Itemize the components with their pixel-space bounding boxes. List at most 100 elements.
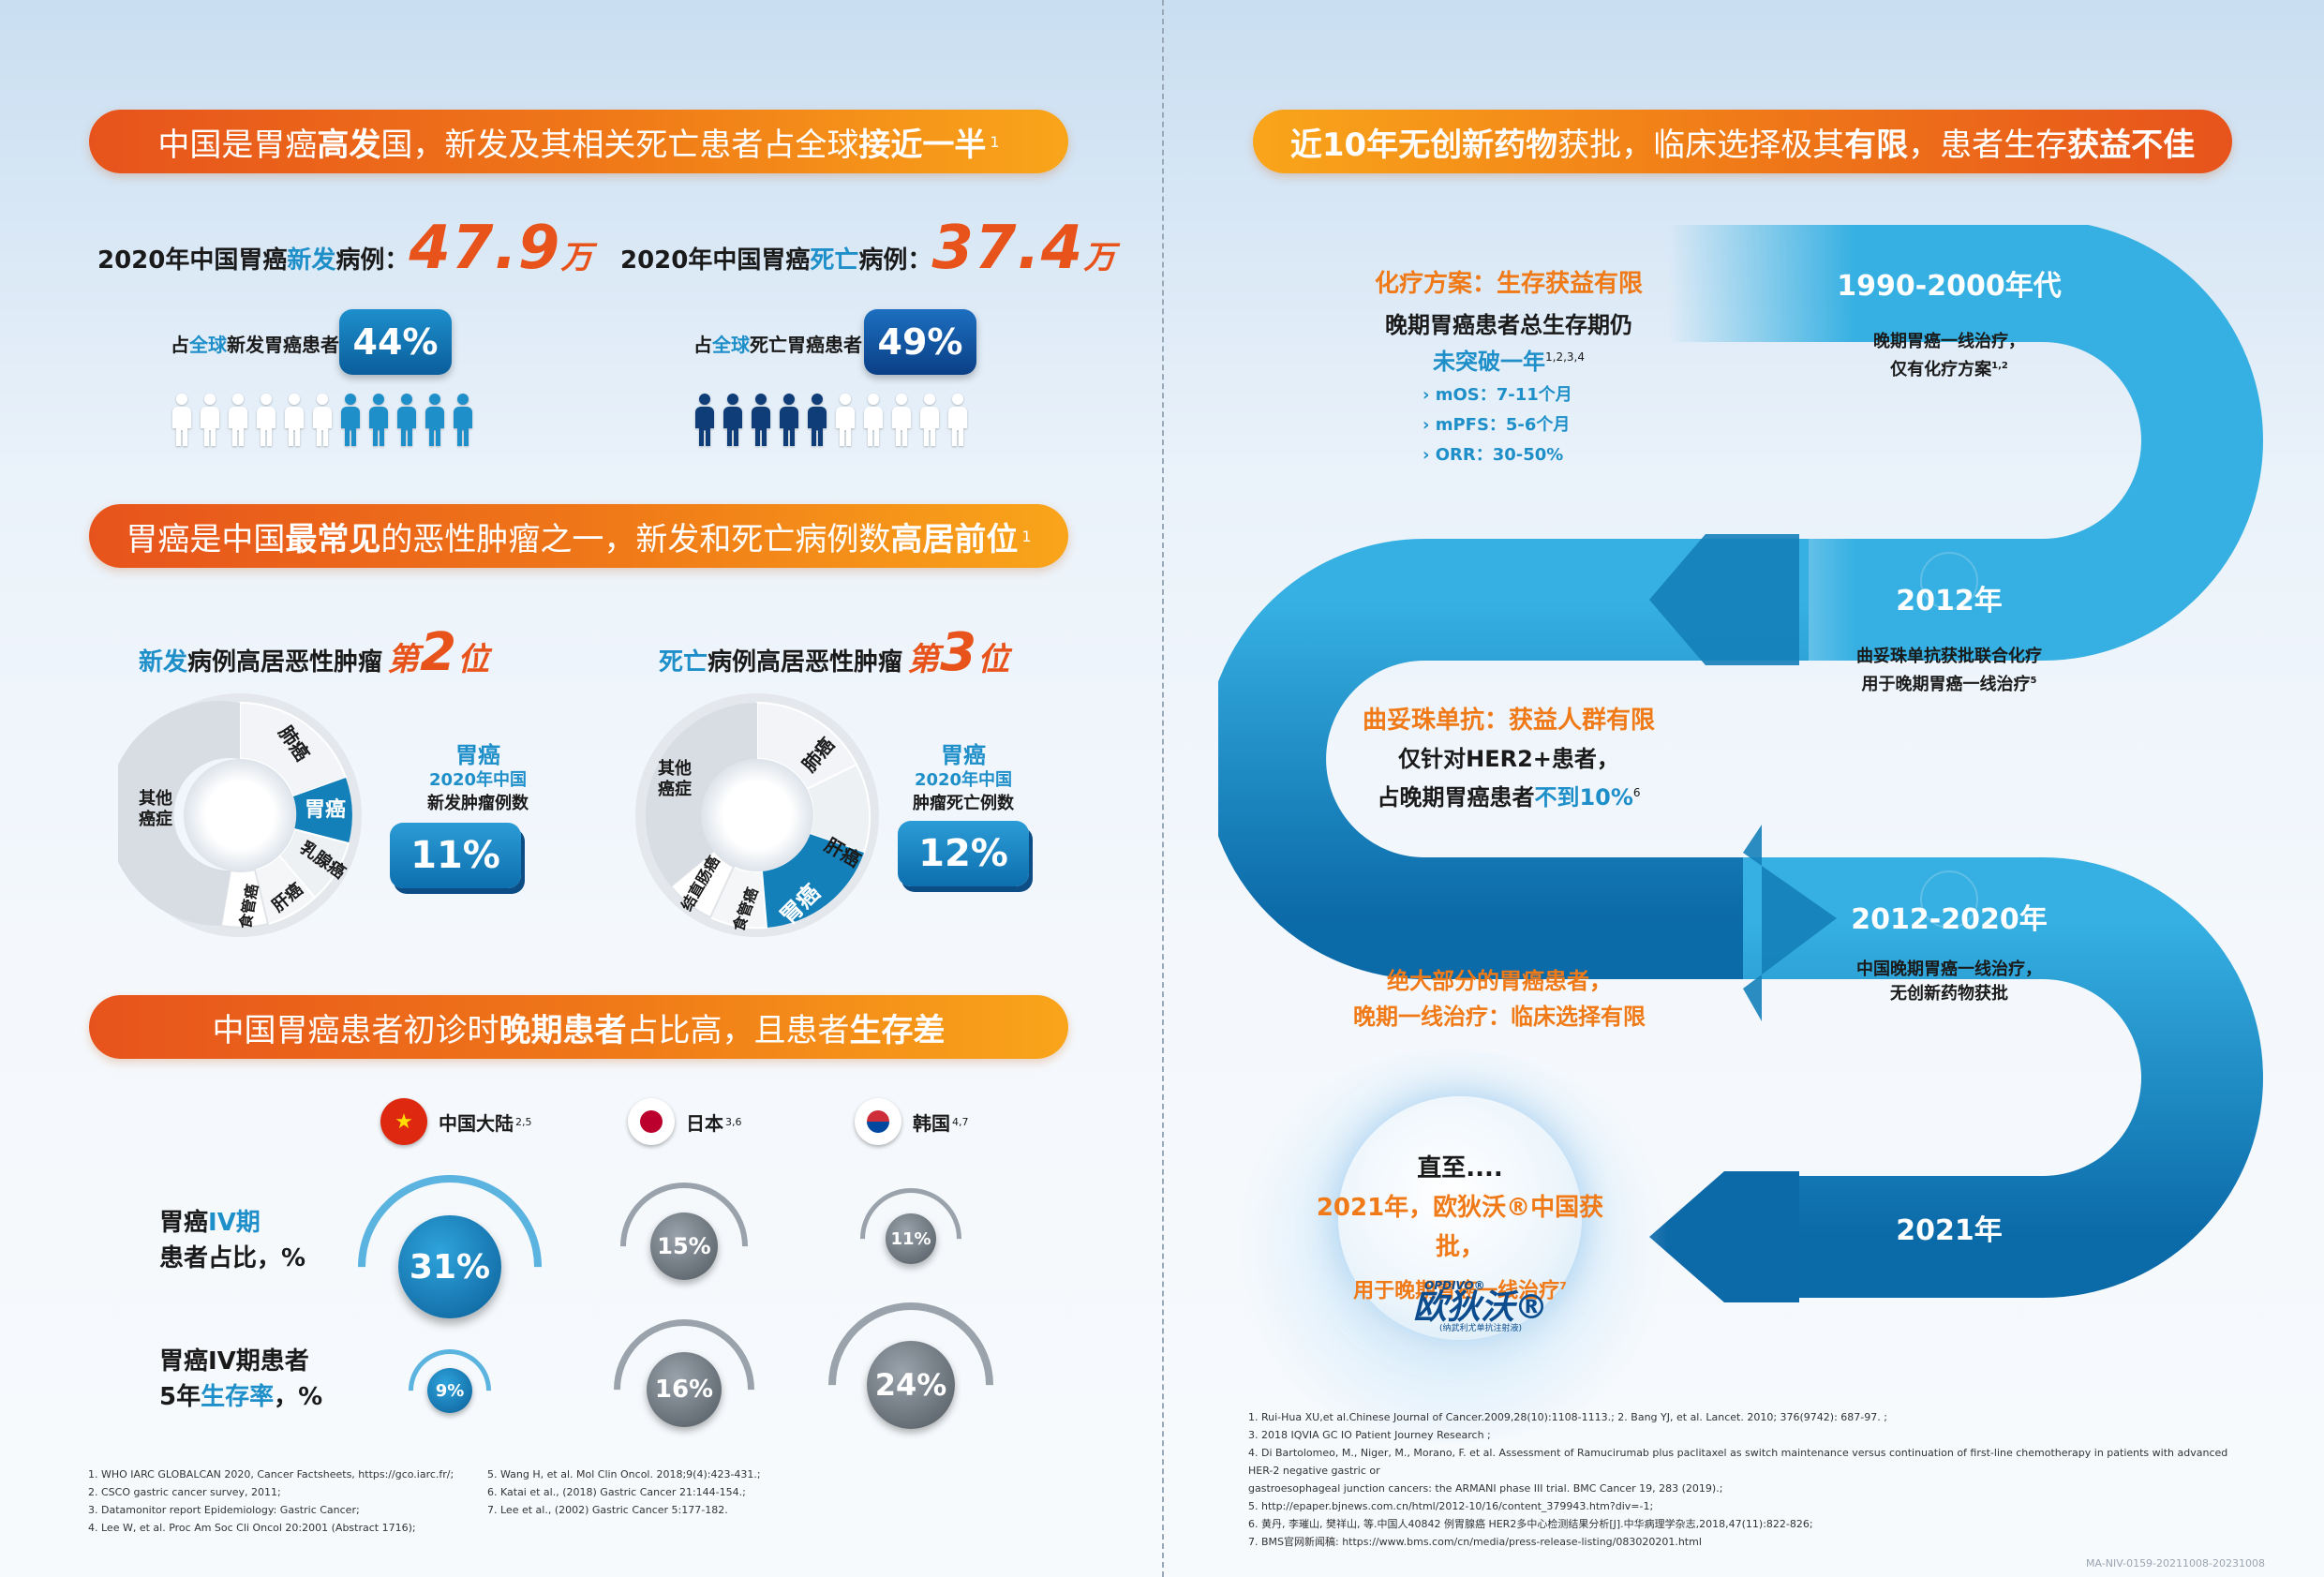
donut-hole: [701, 759, 813, 871]
banner-text: ，患者生存: [1908, 126, 2068, 164]
banner-text: 占比高，且患者: [626, 1011, 850, 1049]
share-text: 占: [693, 334, 712, 356]
banner-bold: 最常见: [285, 520, 381, 558]
ref-sup: 5: [2030, 676, 2037, 686]
person-icon: [171, 394, 193, 446]
banner-text: 中国是胃癌: [157, 126, 318, 164]
person-icon: [946, 394, 969, 446]
stat-number: 47.9: [409, 214, 561, 283]
era-1990-desc: 晚期胃癌一线治疗， 仅有化疗方案1,2: [1818, 330, 2080, 382]
ref-sup: 1: [990, 132, 1000, 151]
path-seg-3: [1743, 857, 2263, 1298]
korea-flag-icon: [855, 1098, 901, 1145]
stat-label: 2020年中国胃癌: [97, 246, 288, 275]
ref-sup: 2,5: [515, 1115, 532, 1128]
tras-line: 占晚期胃癌患者: [1377, 784, 1535, 811]
value-japan-survival: 16%: [647, 1352, 722, 1427]
era-desc: 无创新药物获批: [1890, 984, 2008, 1004]
limited-text: 绝大部分的胃癌患者， 晚期一线治疗：临床选择有限: [1312, 963, 1687, 1034]
refs-right: 1. Rui-Hua XU,et al.Chinese Journal of C…: [1248, 1408, 2242, 1551]
country-name: 中国大陆: [439, 1111, 514, 1135]
brand-sub: (纳武利尤单抗注射液): [1438, 1324, 1523, 1333]
ref-line: 3. Datamonitor report Epidemiology: Gast…: [88, 1504, 360, 1516]
banner-no-innovation: 近10年无创新药物获批，临床选择极其有限，患者生存获益不佳: [1253, 110, 2232, 173]
share-text: 死亡胃癌患者: [750, 334, 862, 356]
row-label: 患者占比，%: [159, 1244, 306, 1272]
tras-desc: 仅针对HER2+患者， 占晚期胃癌患者不到10%6: [1331, 742, 1687, 814]
opdivo-line: 用于晚期胃癌一线治疗: [1353, 1279, 1560, 1303]
country-name: 日本: [686, 1111, 723, 1135]
banner-bold: 有限: [1844, 126, 1909, 164]
stat-label-hl: 新发: [287, 246, 336, 275]
stat-number: 37.4: [931, 214, 1084, 283]
opdivo-logo: OPDIVO® 欧狄沃® (纳武利尤单抗注射液): [1406, 1280, 1556, 1333]
chemo-desc: 晚期胃癌患者总生存期仍 未突破一年1,2,3,4: [1331, 309, 1687, 378]
opdivo-line: 2021年，欧狄沃®中国获批，: [1316, 1194, 1604, 1261]
banner-bold: 近10年无创新药物: [1289, 126, 1558, 164]
value-korea-survival: 24%: [867, 1341, 955, 1429]
rank-death: 死亡病例高居恶性肿瘤 第3位: [659, 622, 1010, 683]
ref-sup: 3,6: [725, 1115, 742, 1128]
chemo-line: 晚期胃癌患者总生存期仍: [1385, 312, 1632, 338]
row-label-hl: IV期: [208, 1209, 261, 1237]
stat-label-hl: 死亡: [810, 246, 859, 275]
banner-text: 中国胃癌患者初诊时: [212, 1011, 499, 1049]
ref-line: 2. CSCO gastric cancer survey, 2011;: [88, 1486, 281, 1498]
ref-sup: 1: [1021, 527, 1032, 545]
stat-unit: 万: [560, 239, 593, 276]
donut1-pct: 11%: [390, 823, 521, 888]
chevron-right-icon: ›: [1423, 415, 1430, 435]
person-icon: [255, 394, 277, 446]
person-icon: [424, 394, 446, 446]
stat-unit: 万: [1083, 239, 1116, 276]
bullet-mos: › mOS：7-11个月: [1423, 380, 1572, 410]
people-icons-death: [693, 394, 969, 446]
ref-sup: 6: [1632, 786, 1641, 799]
person-icon: [452, 394, 474, 446]
rank-pre: 第: [907, 641, 941, 678]
japan-flag-icon: [628, 1098, 675, 1145]
ref-sup: 1,2: [1991, 361, 2008, 371]
share-hl: 全球: [712, 334, 750, 356]
ref-line: 7. BMS官网新闻稿: https://www.bms.com/cn/medi…: [1248, 1536, 1702, 1548]
ref-line: 1. Rui-Hua XU,et al.Chinese Journal of C…: [1248, 1411, 1887, 1423]
row-label: ，%: [274, 1383, 323, 1411]
rank-hl: 死亡: [659, 648, 708, 677]
rank-num: 3: [940, 622, 978, 683]
person-icon: [862, 394, 885, 446]
donut2-cancer: 胃癌: [941, 742, 986, 768]
share-text: 占: [171, 334, 189, 356]
opdivo-text: 直至.... 2021年，欧狄沃®中国获批， 用于晚期胃癌一线治疗7: [1301, 1149, 1619, 1311]
segment-stomach: [293, 778, 352, 843]
donut1-label-other: 其他癌症: [139, 789, 172, 829]
era-desc: 曲妥珠单抗获批联合化疗: [1856, 647, 2042, 666]
people-icons-new: [171, 394, 474, 446]
share-hl: 全球: [189, 334, 227, 356]
global-share-new: 占全球新发胃癌患者: [171, 330, 339, 357]
share-text: 新发胃癌患者: [227, 334, 339, 356]
segment-stomach: [762, 834, 864, 928]
segment-other: [118, 701, 240, 927]
era-2012-2020-desc: 中国晚期胃癌一线治疗， 无创新药物获批: [1799, 958, 2099, 1006]
global-share-death: 占全球死亡胃癌患者: [693, 330, 862, 357]
china-flag-icon: ★: [380, 1098, 427, 1145]
country-name: 韩国: [913, 1111, 950, 1135]
row2-label: 胃癌IV期患者 5年生存率，%: [159, 1344, 322, 1415]
donut1-cancer: 胃癌: [455, 742, 500, 768]
era-desc: 仅有化疗方案: [1890, 360, 1992, 379]
banner-late-stage: 中国胃癌患者初诊时晚期患者占比高，且患者生存差: [89, 995, 1068, 1059]
path-seg-1: [1668, 225, 2263, 661]
segment-other: [645, 703, 757, 886]
tras-title: 曲妥珠单抗：获益人群有限: [1362, 707, 1655, 735]
ref-line: 6. 黄丹, 李璀山, 樊祥山, 等.中国人40842 例胃腺癌 HER2多中心…: [1248, 1518, 1813, 1530]
brand-en: OPDIVO®: [1424, 1279, 1485, 1292]
ref-sup: 7: [1559, 1280, 1567, 1292]
new-cases-stat: 2020年中国胃癌新发病例：47.9万: [97, 214, 592, 283]
donut2-pct: 12%: [898, 821, 1029, 886]
banner-bold: 晚期患者: [499, 1011, 627, 1049]
person-icon: [693, 394, 716, 446]
